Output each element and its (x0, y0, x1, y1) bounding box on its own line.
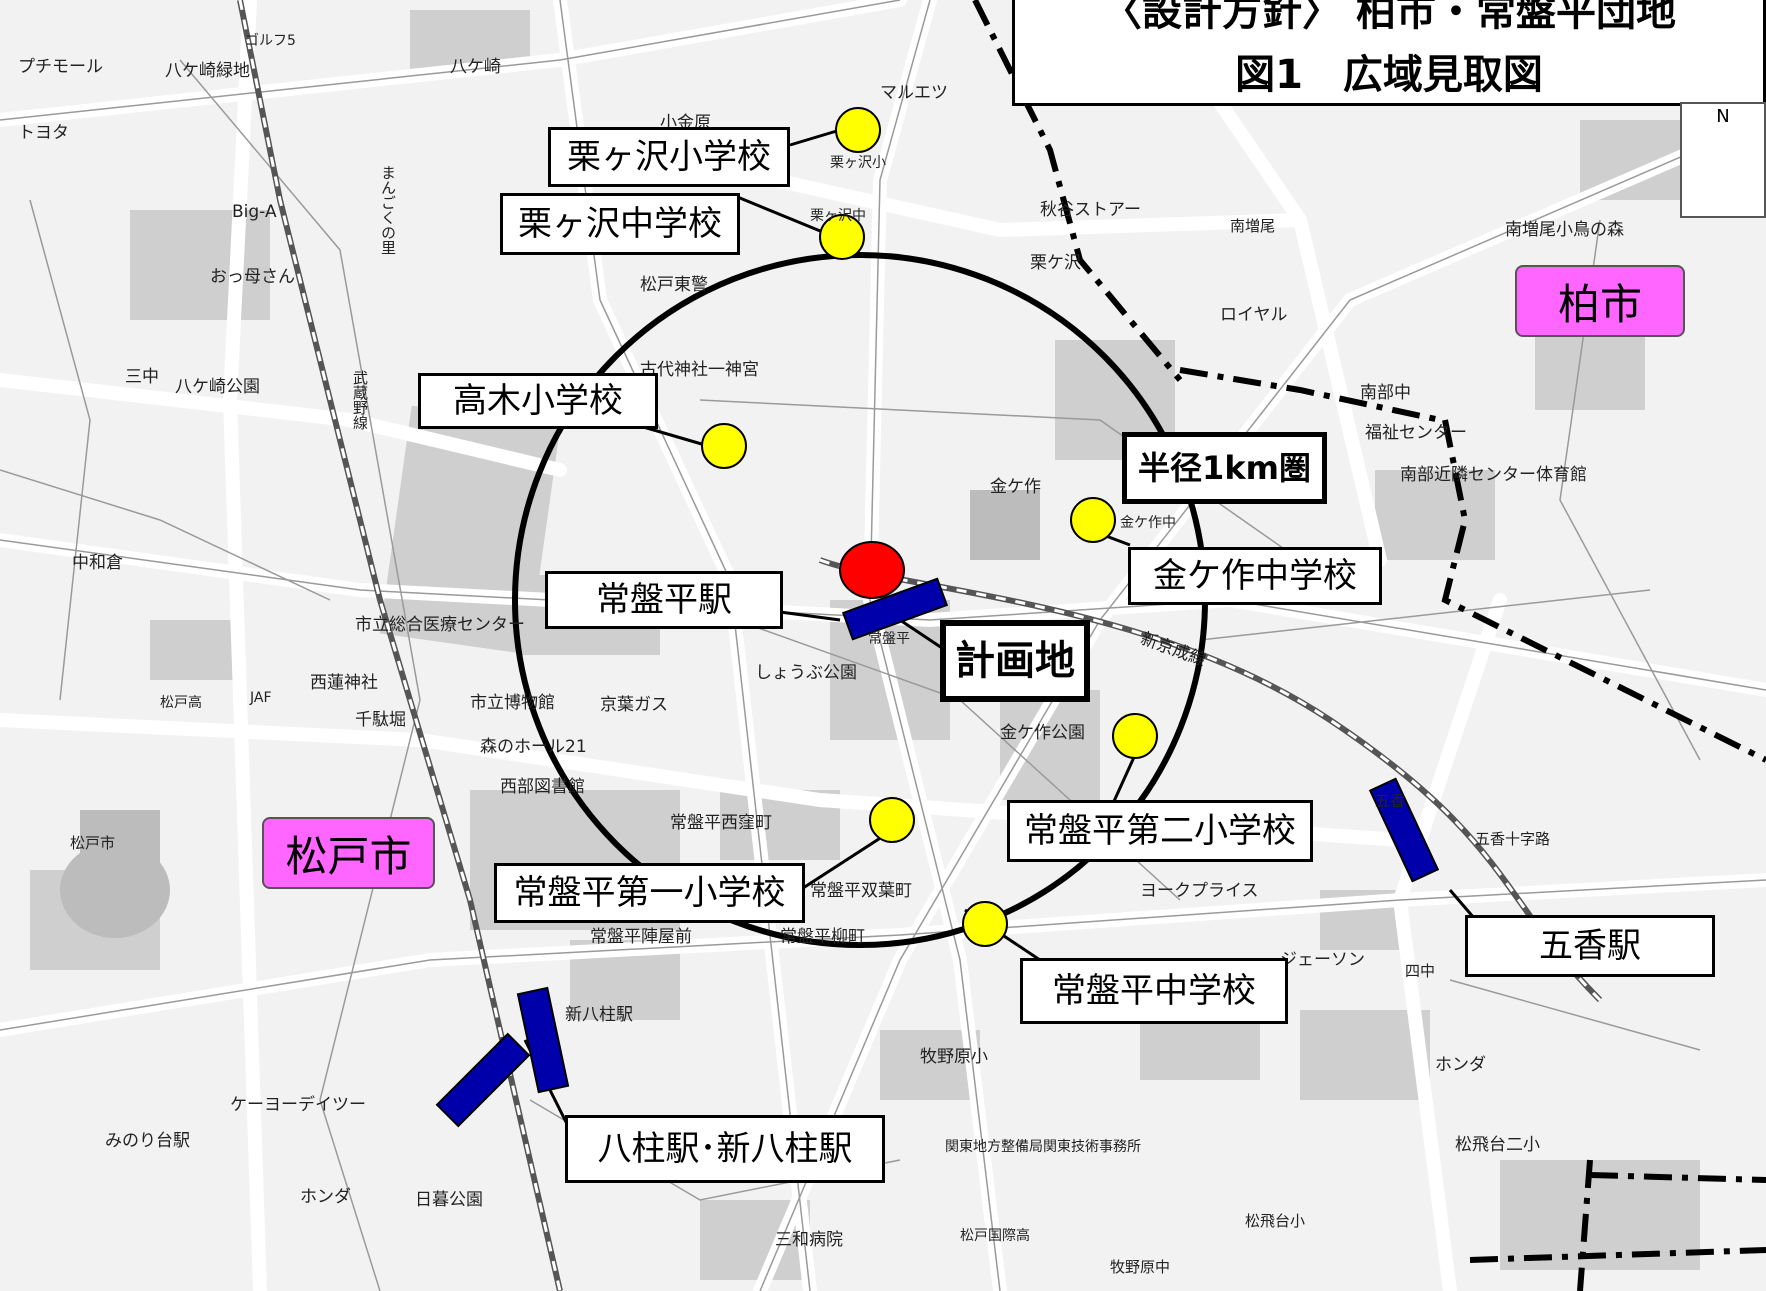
map-text: Big-A (232, 202, 277, 222)
school-marker (701, 423, 747, 469)
school-marker (835, 107, 881, 153)
map-text: 日暮公園 (415, 1190, 483, 1210)
north-compass: N (1680, 102, 1766, 218)
map-title: 図1 広域見取図 (1012, 38, 1766, 106)
map-text: 福祉センター (1365, 423, 1467, 443)
station-label-goko: 五香駅 (1465, 915, 1715, 977)
map-text: 常盤平西窪町 (670, 813, 772, 833)
matsudo-city-label: 松戸市 (262, 817, 435, 889)
map-text: 常盤平双葉町 (810, 881, 912, 901)
school-label-takagi-elem: 高木小学校 (418, 373, 658, 429)
map-text: 西蓮神社 (310, 673, 378, 693)
map-text: 八ケ崎緑地 (165, 61, 250, 81)
map-text: ゴルフ5 (245, 33, 296, 49)
plan-site-label: 計画地 (940, 620, 1090, 702)
map-text: 栗ヶ沢中 (810, 208, 866, 224)
map-text: みのり台駅 (105, 1131, 190, 1151)
yabashira-station-marker (435, 1032, 531, 1128)
map-text: 栗ヶ沢小 (830, 155, 886, 171)
map-text: 松戸東警 (640, 275, 708, 295)
school-label-kurigasawa-jr: 栗ヶ沢中学校 (500, 193, 740, 255)
station-label-tokiwadaira: 常盤平駅 (545, 571, 783, 629)
map-text: 松飛台小 (1245, 1212, 1306, 1230)
map-text: 京葉ガス (600, 695, 668, 715)
map-text: JAF (250, 690, 272, 706)
school-marker (962, 901, 1008, 947)
radius-label: 半径1km圏 (1122, 432, 1327, 504)
station-label-yabashira: 八柱駅･新八柱駅 (565, 1115, 885, 1183)
school-label-tokiwadaira-1elem: 常盤平第一小学校 (494, 863, 805, 923)
map-text: ケーヨーデイツー (230, 1095, 366, 1115)
map-text: まんごくの里 (379, 165, 397, 255)
map-text: 五香 (1375, 792, 1406, 810)
map-text: 五香十字路 (1475, 830, 1551, 848)
map-text: 市立博物館 (470, 693, 555, 713)
map-text: 常盤平柳町 (780, 927, 865, 947)
school-marker (869, 797, 915, 843)
map-text: 牧野原小 (920, 1047, 988, 1067)
map-text: 武蔵野線 (351, 370, 369, 430)
map-text: 松飛台二小 (1455, 1135, 1540, 1155)
map-text: 常盤平 (868, 631, 910, 647)
map-text: 南増尾 (1230, 217, 1276, 235)
plan-site-marker (839, 541, 905, 599)
kashiwa-city-label: 柏市 (1515, 265, 1685, 337)
school-label-tokiwadaira-jr: 常盤平中学校 (1020, 958, 1288, 1024)
map-text: 松戸国際高 (960, 1228, 1030, 1244)
school-marker (1070, 497, 1116, 543)
school-label-tokiwadaira-2elem: 常盤平第二小学校 (1007, 800, 1313, 862)
map-text: 森のホール21 (480, 737, 587, 757)
school-marker (1112, 713, 1158, 759)
map-text: 松戸市 (70, 834, 116, 852)
map-text: 新八柱駅 (565, 1005, 633, 1025)
map-text: ロイヤル (1220, 305, 1288, 325)
map-text: 南部中 (1360, 383, 1411, 403)
map-text: ホンダ (1435, 1055, 1486, 1075)
map-text: 古代神社一神宮 (640, 360, 759, 380)
map-text: 市立総合医療センター (355, 615, 525, 635)
map-text: 八ケ崎公園 (175, 377, 260, 397)
map-text: 金ケ作 (990, 477, 1041, 497)
map-text: 松戸高 (160, 695, 202, 711)
map-text: ホンダ (300, 1187, 351, 1207)
map-text: 牧野原中 (1110, 1258, 1171, 1276)
map-text: 八ケ崎 (450, 57, 501, 77)
map-text: 金ケ作中 (1120, 515, 1176, 531)
map-text: 金ケ作公園 (1000, 723, 1085, 743)
map-text: しょうぶ公園 (755, 663, 857, 683)
map-text: 西部図書館 (500, 777, 585, 797)
compass-north-label: N (1716, 106, 1730, 127)
map-text: 常盤平陣屋前 (590, 927, 692, 947)
school-marker (819, 214, 865, 260)
map-text: ヨークプライス (1140, 881, 1259, 901)
shinyabashira-station-marker (516, 986, 570, 1094)
map-text: 関東地方整備局関東技術事務所 (945, 1139, 1141, 1155)
map-text: 三和病院 (775, 1230, 843, 1250)
school-markers (701, 107, 1158, 947)
map-text: トヨタ (18, 123, 69, 143)
map-text: 秋谷ストアー (1040, 200, 1141, 220)
map-text: プチモール (18, 57, 103, 77)
map-text: 四中 (1405, 962, 1436, 980)
tokiwadaira-station-marker (841, 577, 949, 641)
school-label-kanegasaku-jr: 金ケ作中学校 (1128, 547, 1382, 605)
goko-station-marker (1368, 777, 1440, 883)
map-title-line1: 〈設計方針〉 柏市・常盤平団地 (1012, 0, 1766, 42)
map-text: 千駄堀 (355, 710, 406, 730)
map-text: 中和倉 (72, 553, 123, 573)
map-text: 三中 (125, 367, 159, 387)
map-text: 南増尾小鳥の森 (1505, 220, 1624, 240)
map-text: ジェーソン (1280, 950, 1365, 970)
school-label-kurigasawa-elem: 栗ヶ沢小学校 (548, 127, 790, 187)
map-text: 南部近隣センター体育館 (1400, 465, 1587, 485)
map-text: マルエツ (880, 83, 948, 103)
map-text: おっ母さん (210, 267, 295, 287)
map-text: 栗ケ沢 (1030, 253, 1081, 273)
